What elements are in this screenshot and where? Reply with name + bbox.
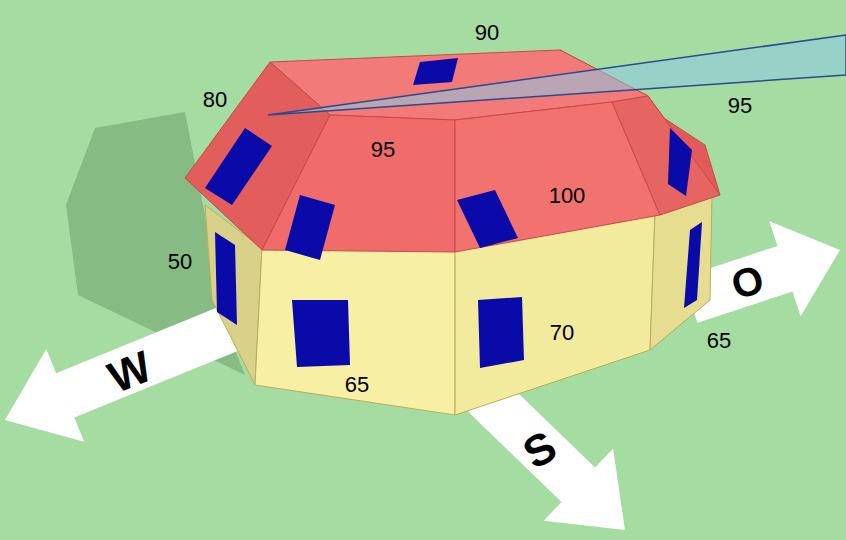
compass-letter: S bbox=[516, 424, 563, 477]
roof-right bbox=[612, 96, 720, 215]
yield-percent: 90 bbox=[475, 22, 499, 44]
yield-percent: 65 bbox=[345, 374, 369, 396]
yield-percent: 70 bbox=[550, 322, 574, 344]
west-arrow bbox=[5, 298, 259, 442]
window bbox=[285, 195, 335, 260]
window bbox=[457, 190, 518, 248]
window bbox=[292, 300, 350, 367]
compass-letter: O bbox=[727, 258, 769, 306]
window bbox=[413, 58, 458, 85]
window bbox=[684, 222, 702, 308]
yield-percent: 65 bbox=[707, 330, 731, 352]
window bbox=[668, 128, 692, 196]
yield-percent: 50 bbox=[168, 251, 192, 273]
compass-letter: W bbox=[103, 344, 158, 400]
window bbox=[205, 128, 272, 205]
yield-percent: 100 bbox=[549, 185, 586, 207]
yield-percent: 95 bbox=[728, 95, 752, 117]
wall-front-left bbox=[255, 248, 455, 415]
yield-percent: 95 bbox=[371, 139, 395, 161]
window bbox=[215, 232, 237, 325]
yield-percent: 80 bbox=[203, 89, 227, 111]
wall-right bbox=[650, 195, 712, 350]
callout-wedge bbox=[268, 35, 846, 115]
window bbox=[478, 297, 524, 368]
